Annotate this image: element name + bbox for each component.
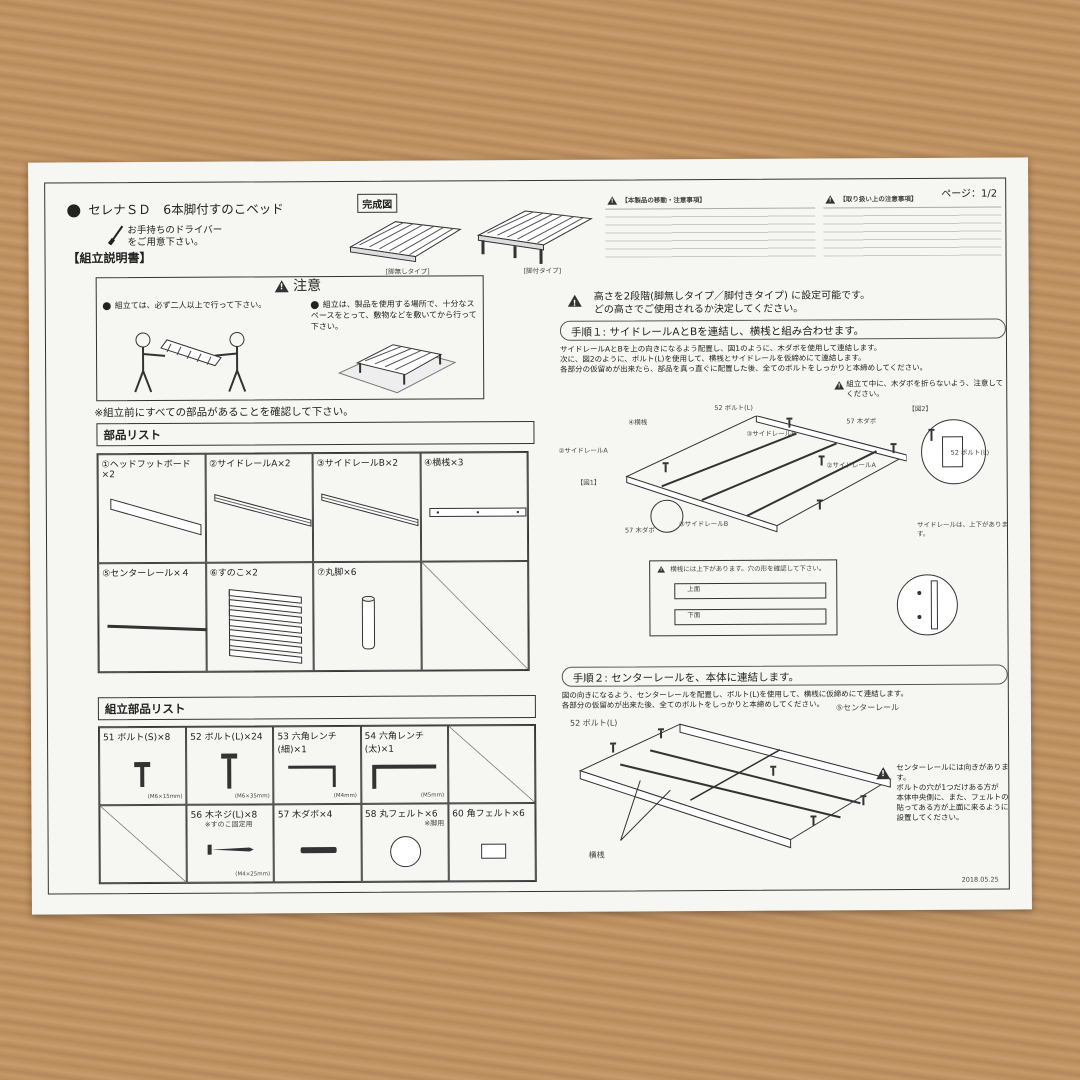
hw-cell-empty-1 (447, 724, 536, 804)
label-dabo-2: 57 木ダボ (624, 526, 655, 535)
center-rail-note: センターレールには向きがあります。 ボルトの穴が1つだけある方が 本体中央側に、… (876, 762, 1016, 823)
label-center-rail: ⑤センターレール (835, 703, 900, 713)
bed-no-legs-drawing (348, 221, 462, 263)
fig1-label: 【図1】 (576, 478, 601, 487)
round-felt-icon (389, 836, 421, 868)
step-1-header: 手順１: サイドレールAとBを連結し、横桟と組み合わせます。 (559, 318, 1006, 341)
caution-item-2: 組立は、製品を使用する場所で、十分なスペースをとって、敷物などを敷いてから行って… (310, 299, 477, 332)
wood-screw-icon (207, 844, 254, 855)
bolt-s-icon (134, 761, 151, 788)
label-dabo: 57 木ダボ (846, 417, 877, 426)
caution-box: 注意 組立ては、必ず二人以上で行って下さい。 組立は、製品を使用する場所で、十分… (95, 275, 485, 402)
parts-caution-block: 【本製品の移動・注意事項】 (605, 194, 816, 258)
hw-cell-bolt-l: 52 ボルト(L)×24 (M6×35mm) (186, 726, 274, 805)
height-intro: 高さを2段階(脚無しタイプ／脚付きタイプ) に設定可能です。 どの高さでご使用さ… (567, 289, 870, 317)
bed-with-legs-drawing (476, 210, 593, 264)
confirm-text: ※組立前にすべての部品があることを確認して下さい。 (94, 405, 354, 420)
wrench-l-icon (371, 764, 436, 789)
hardware-grid: 51 ボルト(S)×8 (M6×15mm) 52 ボルト(L)×24 (M6×3… (97, 723, 537, 885)
hw-cell-bolt-s: 51 ボルト(S)×8 (M6×15mm) (98, 726, 187, 806)
hw-cell-empty-2 (99, 804, 187, 884)
title-bullet-icon (67, 204, 81, 218)
caution-warning-icon (274, 280, 289, 293)
hardware-list-title: 組立部品リスト (97, 694, 536, 721)
side-rail-note: サイドレールは、上下があります。 (916, 520, 1008, 538)
label-yokosan-2: 横桟 (588, 850, 605, 860)
warning-icon (825, 195, 836, 204)
top-face-bar: 上面 (674, 582, 827, 600)
part-cell-side-rail-b: ③サイドレールB×2 (312, 452, 421, 563)
label-side-a-right: ②サイドレールA (826, 461, 876, 470)
page-indicator: ページ：1/2 (941, 188, 998, 200)
side-rail-a-drawing (213, 494, 311, 527)
bed-on-rug-icon (337, 344, 457, 394)
center-rail-drawing (107, 624, 208, 632)
part-cell-side-rail-a: ②サイドレールA×2 (205, 453, 314, 563)
dabo-icon (301, 847, 338, 854)
label-side-b-bottom: ③サイドレールB (678, 519, 729, 529)
part-cell-empty (420, 561, 529, 671)
parts-grid: ①ヘッドフットボード ×2 ②サイドレールA×2 ③サイドレールB×2 ④横桟×… (96, 451, 530, 674)
hw-cell-wrench-l: 54 六角レンチ(太)×1 (M5mm) (360, 725, 449, 804)
side-rail-b-drawing (321, 493, 419, 527)
two-people-carry-icon (134, 332, 247, 393)
bullet-icon (310, 300, 319, 309)
sheet-frame: セレナＳＤ 6本脚付すのこベッド 完成図 お手持ちのドライバー をご用意下さい。… (44, 177, 1010, 895)
screwdriver-icon (107, 225, 124, 246)
instruction-sheet: セレナＳＤ 6本脚付すのこベッド 完成図 お手持ちのドライバー をご用意下さい。… (28, 157, 1032, 915)
hw-cell-round-felt: 58 丸フェルト×6 ※脚用 (360, 803, 449, 882)
step-2-desc: 図の向きになるよう、センターレールを配置し、ボルト(L)を使用して、横桟に仮締め… (561, 689, 909, 710)
caution-item-1: 組立ては、必ず二人以上で行って下さい。 (102, 299, 288, 311)
handling-caution-block: 【取り扱い上の注意事項】 (823, 193, 1002, 257)
hw-cell-dabo: 57 木ダボ×4 (273, 803, 362, 883)
step1-assembly-diagram (625, 415, 908, 533)
manual-title: 【組立説明書】 (67, 250, 152, 266)
complete-label: 完成図 (357, 193, 398, 213)
part-cell-leg: ⑦丸脚×6 (313, 561, 422, 672)
leg-drawing (361, 595, 376, 650)
part-cell-headboard: ①ヘッドフットボード ×2 (97, 453, 206, 564)
hw-cell-square-felt: 60 角フェルト×6 (448, 802, 536, 882)
warning-icon (567, 294, 582, 307)
side-rail-detail-circle (896, 574, 958, 636)
fig2-detail-circle (921, 419, 987, 485)
yokosan-drawing (428, 507, 526, 518)
driver-note: お手持ちのドライバー をご用意下さい。 (127, 224, 223, 249)
document-date: 2018.05.25 (961, 875, 999, 884)
parts-list-title: 部品リスト (96, 420, 535, 447)
label-side-b-top: ③サイドレールB (746, 429, 796, 438)
square-felt-icon (480, 843, 506, 859)
bolt-l-icon (221, 753, 238, 789)
label-bolt: 52 ボルト(L) (714, 403, 753, 413)
warning-icon (876, 767, 891, 780)
bottom-face-bar: 下面 (674, 608, 827, 626)
type-right-label: [脚付タイプ] (523, 266, 562, 276)
step-1-desc: サイドレールAとBを上の向きになるよう配置し、図1のように、木ダボを使用して連結… (559, 343, 928, 374)
part-cell-center-rail: ⑤センターレール×４ (98, 562, 208, 673)
hw-cell-wrench-s: 53 六角レンチ(細)×1 (M4mm) (273, 725, 361, 805)
product-title: セレナＳＤ 6本脚付すのこベッド (88, 201, 284, 218)
step-2-header: 手順２: センターレールを、本体に連結します。 (561, 664, 1008, 687)
yokosan-orientation-box: 横桟には上下があります。穴の形を確認して下さい。 上面 下面 (649, 559, 838, 637)
fig2-label: 【図2】 (908, 404, 933, 414)
part-cell-yokosan: ④横桟×3 (420, 452, 529, 562)
wrench-s-icon (288, 765, 337, 788)
step2-assembly-diagram (578, 723, 892, 849)
warning-icon (607, 196, 618, 205)
title-row: セレナＳＤ 6本脚付すのこベッド (67, 198, 284, 218)
label-side-a-left: ②サイドレールA (558, 446, 608, 455)
label-bolt-2: 52 ボルト(L) (950, 448, 990, 457)
part-cell-sunoko: ⑥すのこ×2 (205, 562, 314, 672)
label-yokosan: ④横桟 (628, 418, 648, 427)
headboard-drawing (110, 498, 202, 536)
warning-icon (834, 381, 845, 390)
sunoko-drawing (228, 589, 302, 664)
bullet-icon (102, 301, 111, 310)
warning-icon (657, 565, 666, 573)
caution-header: 注意 (274, 275, 322, 295)
hw-cell-wood-screw: 56 木ネジ(L)×8 ※すのこ固定用 (M4×25mm) (186, 804, 275, 883)
dabo-warning: 組立て中に、木ダボを折らないよう、注意してください。 (834, 379, 1006, 400)
